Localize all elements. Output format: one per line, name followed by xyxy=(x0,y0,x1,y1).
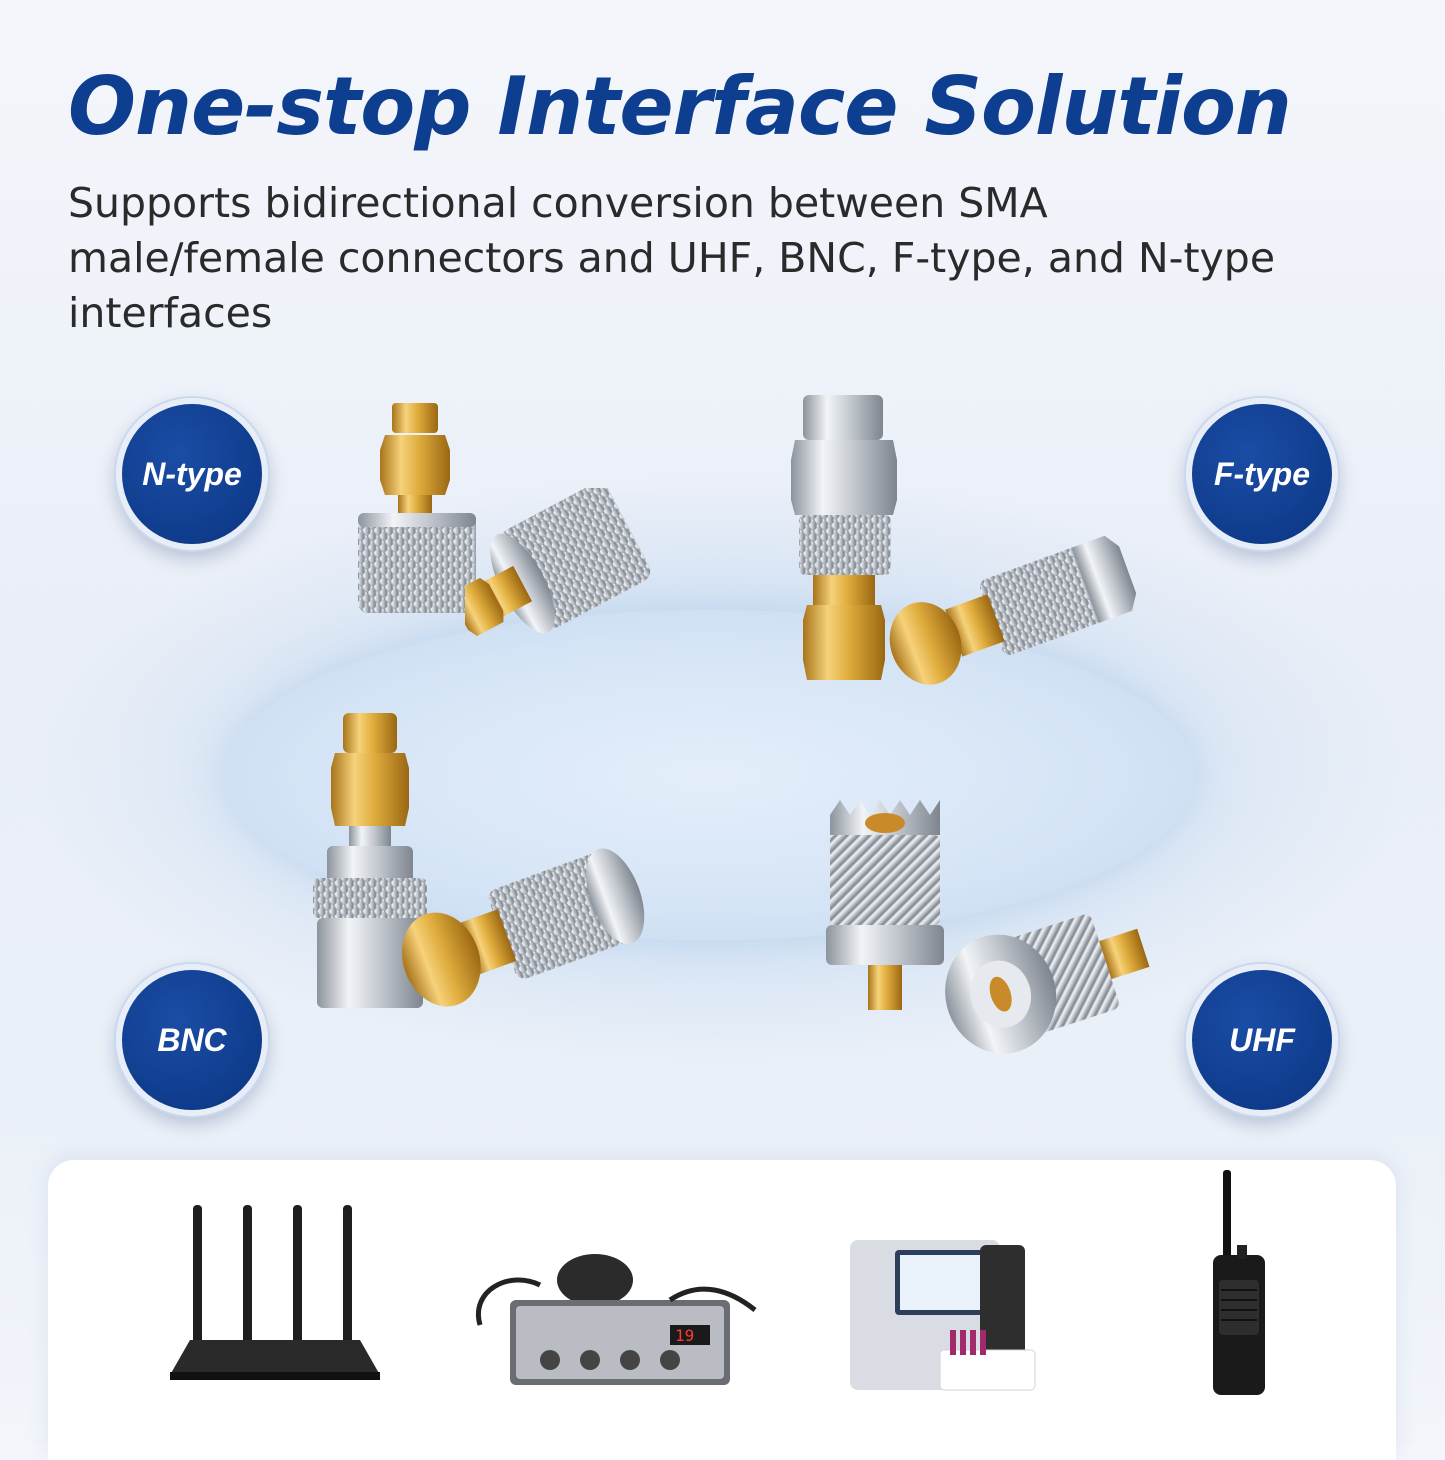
badge-n-type: N-type xyxy=(116,398,268,550)
badge-bnc: BNC xyxy=(116,964,268,1116)
n-type-sma-adapter-upright xyxy=(358,403,476,613)
walkie-talkie-icon xyxy=(1213,1170,1265,1395)
page-subtitle: Supports bidirectional conversion betwee… xyxy=(68,179,1276,337)
bnc-sma-adapter-angled xyxy=(402,848,645,1007)
svg-text:19: 19 xyxy=(675,1326,694,1345)
analyzer-machine-icon xyxy=(850,1240,1036,1391)
bnc-sma-adapter-upright xyxy=(313,713,427,1008)
badge-bnc-label: BNC xyxy=(157,1021,227,1058)
badge-f-type: F-type xyxy=(1186,398,1338,550)
f-type-sma-adapter-upright xyxy=(791,395,897,680)
uhf-sma-adapter-angled xyxy=(945,914,1150,1054)
badge-n-type-label: N-type xyxy=(142,455,242,492)
n-type-sma-adapter-angled xyxy=(465,488,651,637)
page-title: One-stop Interface Solution xyxy=(68,60,1292,153)
f-type-sma-adapter-angled xyxy=(889,535,1137,685)
uhf-sma-adapter-upright xyxy=(826,800,944,1010)
badge-f-type-label: F-type xyxy=(1214,455,1310,492)
badge-uhf: UHF xyxy=(1186,964,1338,1116)
badge-uhf-label: UHF xyxy=(1229,1021,1295,1058)
wifi-router-icon xyxy=(170,1205,380,1380)
cb-radio-icon: 19 xyxy=(475,1254,757,1385)
